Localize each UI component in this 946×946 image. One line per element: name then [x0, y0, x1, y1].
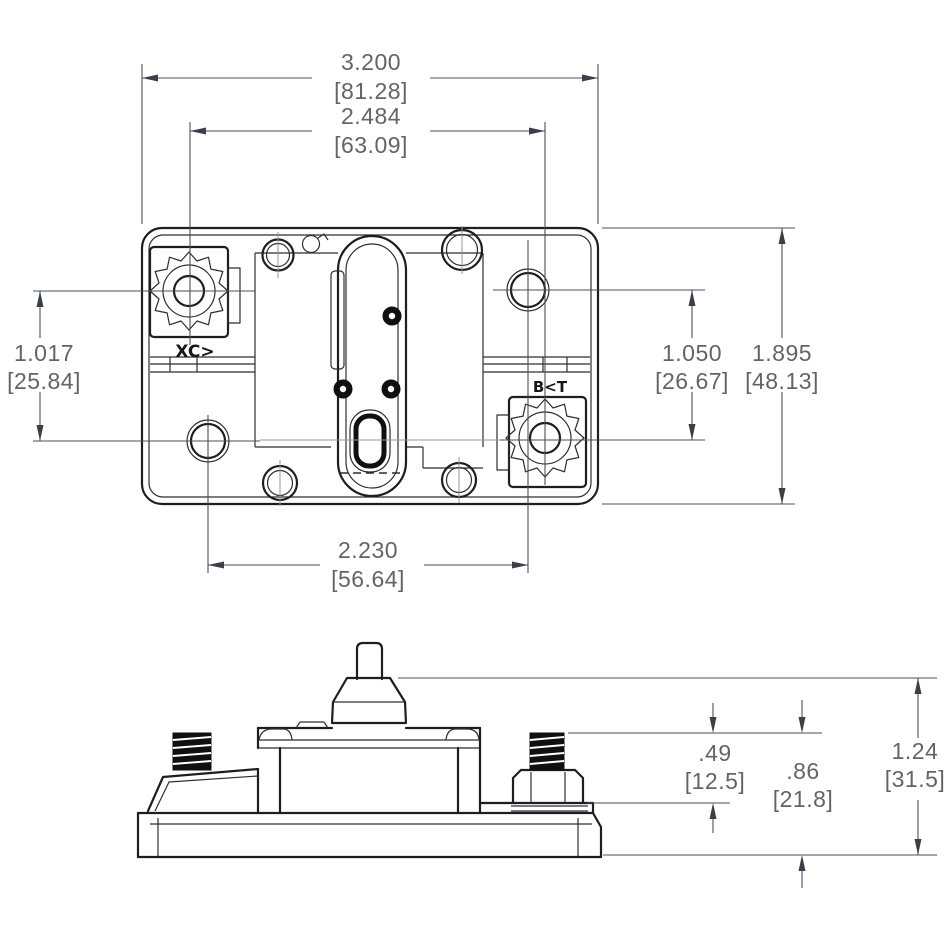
- dim-right-height: 1.050 [26.67]: [493, 289, 729, 441]
- dim-stud-top-to-base: .86 [21.8]: [773, 700, 834, 888]
- dim-stud-exposed: .49 [12.5]: [685, 703, 746, 833]
- reset-window-outer: [349, 409, 391, 473]
- svg-text:1.895: 1.895: [752, 340, 812, 366]
- base: [136, 811, 603, 859]
- svg-text:[26.67]: [26.67]: [655, 368, 729, 394]
- svg-text:[81.28]: [81.28]: [334, 78, 408, 104]
- svg-text:1.050: 1.050: [662, 340, 722, 366]
- serrated-washer-right: [505, 398, 585, 478]
- reset-stem: [355, 641, 384, 681]
- ear-circles: [261, 228, 484, 502]
- left-stud: [172, 732, 212, 771]
- reset-slot: [330, 234, 408, 498]
- dim-overall-height: 1.895 [48.13]: [602, 227, 819, 505]
- dim-overall-side-height: 1.24 [31.5]: [885, 678, 946, 855]
- dim-overall-width: 3.200 [81.28]: [141, 49, 599, 224]
- dim-left-height: 1.017 [25.84]: [7, 290, 260, 442]
- svg-text:2.230: 2.230: [338, 537, 398, 563]
- clip-notch: [301, 234, 321, 254]
- svg-text:2.484: 2.484: [341, 103, 401, 129]
- svg-text:1.017: 1.017: [14, 340, 74, 366]
- reset-button: [330, 641, 408, 725]
- svg-text:[56.64]: [56.64]: [331, 566, 405, 592]
- seam-band-right: [483, 356, 590, 373]
- top-view: XC> B<T: [7, 49, 819, 592]
- svg-text:3.200: 3.200: [341, 49, 401, 75]
- terminal-label-left: XC>: [175, 342, 214, 362]
- right-terminal: B<T: [496, 378, 588, 489]
- side-extension-lines: [398, 677, 937, 856]
- rivets: [333, 306, 402, 399]
- main-body: [278, 746, 482, 815]
- left-terminal: XC>: [148, 245, 241, 362]
- svg-text:[48.13]: [48.13]: [745, 368, 819, 394]
- svg-text:[12.5]: [12.5]: [685, 768, 746, 794]
- right-terminal-block: [478, 801, 595, 815]
- hex-nut: [511, 768, 585, 805]
- cover-screw-left: [258, 728, 293, 741]
- svg-text:[21.8]: [21.8]: [773, 786, 834, 812]
- side-view: .49 [12.5] .86 [21.8] 1.24 [31.5]: [136, 641, 946, 888]
- svg-text:.49: .49: [698, 740, 731, 766]
- svg-text:1.24: 1.24: [892, 738, 939, 764]
- svg-text:[25.84]: [25.84]: [7, 368, 81, 394]
- seam-band-left: [150, 356, 255, 373]
- svg-text:[63.09]: [63.09]: [334, 132, 408, 158]
- svg-text:.86: .86: [786, 758, 819, 784]
- reset-window: [353, 413, 387, 469]
- svg-text:[31.5]: [31.5]: [885, 766, 946, 792]
- right-stud: [529, 732, 565, 771]
- slot-side-bar: [330, 270, 345, 370]
- cover-screw-right: [445, 728, 480, 741]
- center-platform: [254, 252, 484, 469]
- top-view-centerlines: [260, 226, 500, 506]
- cover-plate: [256, 721, 482, 750]
- terminal-label-right: B<T: [533, 378, 568, 396]
- dim-mount-hole-span: 2.230 [56.64]: [207, 240, 529, 592]
- cover-screw-boss: [295, 721, 329, 729]
- dim-stud-span: 2.484 [63.09]: [189, 103, 546, 485]
- left-terminal-block: [146, 767, 260, 815]
